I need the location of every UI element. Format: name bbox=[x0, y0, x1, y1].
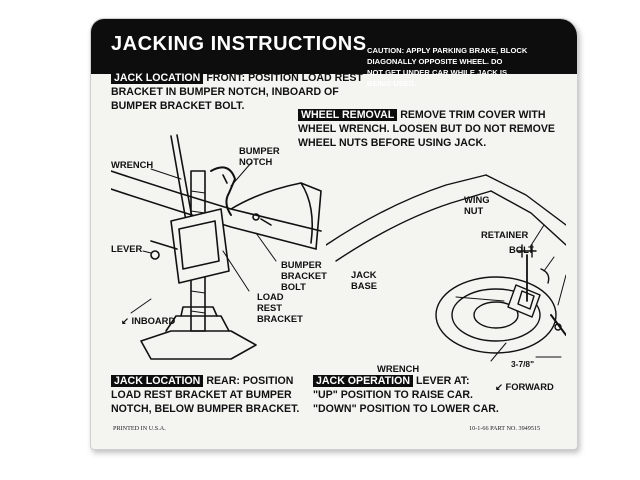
bumper-jack-illustration bbox=[111, 134, 322, 360]
header-band: JACKING INSTRUCTIONS CAUTION: APPLY PARK… bbox=[91, 19, 577, 88]
jack-base-label: JACK BASE bbox=[351, 269, 378, 291]
inboard-arrow-icon: ↙ bbox=[121, 315, 129, 326]
forward-arrow-icon: ↙ bbox=[495, 381, 503, 392]
lever-label: LEVER bbox=[111, 243, 143, 254]
jack-location-rear-tag: JACK LOCATION bbox=[111, 375, 204, 387]
retainer-label: RETAINER bbox=[481, 229, 529, 240]
jack-operation-line: LEVER AT: bbox=[415, 375, 470, 387]
caution-line: DIAGONALLY OPPOSITE WHEEL. DO bbox=[367, 57, 503, 66]
inboard-label: ↙ INBOARD bbox=[121, 315, 176, 326]
part-number: 10-1-66 PART NO. 3949515 bbox=[469, 425, 541, 432]
jack-operation-line: "UP" POSITION TO RAISE CAR. bbox=[313, 389, 473, 401]
wheel-removal-tag: WHEEL REMOVAL bbox=[298, 109, 398, 121]
decal-title: JACKING INSTRUCTIONS bbox=[111, 33, 367, 55]
jack-operation-tag: JACK OPERATION bbox=[313, 375, 413, 387]
jack-location-front-tag: JACK LOCATION bbox=[111, 72, 204, 84]
wheel-removal-line: WHEEL WRENCH. LOOSEN BUT DO NOT REMOVE bbox=[298, 123, 556, 135]
jack-location-front-line: FRONT: POSITION LOAD REST bbox=[206, 72, 363, 84]
jack-location-rear-line: LOAD REST BRACKET AT BUMPER bbox=[111, 389, 292, 401]
caution-line: NOT GET UNDER CAR WHILE JACK IS bbox=[367, 68, 508, 77]
dimension-label: 3-7/8" bbox=[511, 359, 535, 369]
jack-location-front-line: BRACKET IN BUMPER NOTCH, INBOARD OF bbox=[111, 86, 339, 98]
bumper-notch-label: BUMPER NOTCH bbox=[239, 145, 280, 167]
jack-operation-line: "DOWN" POSITION TO LOWER CAR. bbox=[313, 403, 499, 415]
caution-line: CAUTION: APPLY PARKING BRAKE, BLOCK bbox=[367, 46, 528, 55]
wing-nut-label: WING NUT bbox=[464, 194, 490, 216]
wrench-right-label: WRENCH bbox=[377, 363, 420, 374]
jacking-instructions-decal: JACKING INSTRUCTIONS CAUTION: APPLY PARK… bbox=[90, 18, 578, 450]
load-rest-bracket-label: LOAD REST BRACKET bbox=[257, 291, 303, 324]
wheel-removal-line: WHEEL NUTS BEFORE USING JACK. bbox=[298, 137, 487, 149]
bolt-label: BOLT bbox=[509, 244, 534, 255]
caution-text: CAUTION: APPLY PARKING BRAKE, BLOCK DIAG… bbox=[367, 45, 573, 89]
spare-wheel-jack-illustration bbox=[326, 174, 566, 362]
jack-location-front-line: BUMPER BRACKET BOLT. bbox=[111, 100, 245, 112]
printed-in-usa: PRINTED IN U.S.A. bbox=[113, 425, 166, 432]
wheel-removal-line: REMOVE TRIM COVER WITH bbox=[400, 109, 546, 121]
wrench-label: WRENCH bbox=[111, 159, 154, 170]
caution-line: BEING USED. bbox=[367, 79, 417, 88]
forward-label: ↙ FORWARD bbox=[495, 381, 554, 392]
bumper-bracket-bolt-label: BUMPER BRACKET BOLT bbox=[281, 259, 327, 292]
jack-location-rear-line: REAR: POSITION bbox=[206, 375, 294, 387]
jack-location-rear-line: NOTCH, BELOW BUMPER BRACKET. bbox=[111, 403, 300, 415]
